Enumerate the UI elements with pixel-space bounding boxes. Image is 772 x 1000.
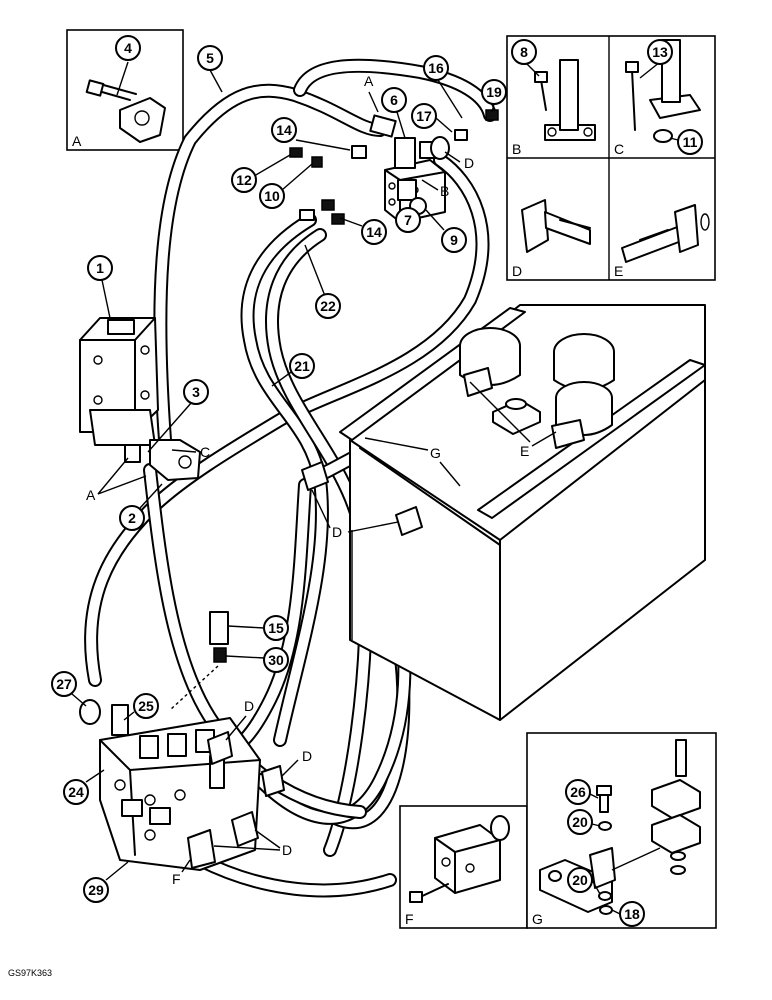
callout-30: 30 — [263, 647, 289, 673]
callout-7-text: 7 — [404, 212, 412, 228]
callout-25: 25 — [133, 693, 159, 719]
callout-26: 26 — [565, 779, 591, 805]
callout-4: 4 — [115, 35, 141, 61]
callout-6: 6 — [381, 87, 407, 113]
letter-a-unit: A — [86, 487, 96, 503]
callout-13-text: 13 — [652, 44, 668, 60]
callout-7: 7 — [395, 207, 421, 233]
inset-f-label: F — [405, 911, 414, 927]
control-valve-stack: D D D F — [79, 611, 312, 887]
letter-d-valve: D — [464, 155, 474, 171]
hydraulic-tank: G E D — [311, 304, 706, 721]
callout-11: 11 — [677, 129, 703, 155]
callout-29-text: 29 — [88, 882, 104, 898]
callout-1: 1 — [87, 255, 113, 281]
callout-20-top-text: 20 — [572, 814, 588, 830]
inset-g-label: G — [532, 911, 543, 927]
letter-b-valve: B — [440, 183, 449, 199]
callout-5-text: 5 — [206, 50, 214, 66]
callout-4-text: 4 — [124, 40, 132, 56]
callout-1-text: 1 — [96, 260, 104, 276]
letter-d-mid2: D — [302, 748, 312, 764]
callout-9: 9 — [441, 227, 467, 253]
callout-22: 22 — [315, 293, 341, 319]
callout-29: 29 — [83, 877, 109, 903]
control-unit-1: A C — [79, 317, 210, 503]
callout-15: 15 — [263, 615, 289, 641]
callout-21-text: 21 — [294, 358, 310, 374]
callout-3: 3 — [183, 379, 209, 405]
callout-17: 17 — [411, 103, 437, 129]
letter-d-mid1: D — [244, 698, 254, 714]
insets-b-e: B 8 C 13 11 D E — [506, 35, 716, 281]
callout-20-bottom: 20 — [567, 867, 593, 893]
callout-6-text: 6 — [390, 92, 398, 108]
inset-g: G — [526, 732, 717, 929]
callout-8: 8 — [511, 39, 537, 65]
letter-c-unit: C — [200, 444, 210, 460]
callout-10-text: 10 — [264, 188, 280, 204]
callout-16-text: 16 — [428, 60, 444, 76]
inset-a: A 4 — [66, 29, 184, 151]
inset-c-label: C — [614, 141, 624, 157]
letter-f-bottom: F — [172, 871, 181, 887]
callout-8-text: 8 — [520, 44, 528, 60]
callout-26-text: 26 — [570, 784, 586, 800]
valve-block: A D B — [289, 73, 499, 225]
callout-17-text: 17 — [416, 108, 432, 124]
callout-15-text: 15 — [268, 620, 284, 636]
callout-16: 16 — [423, 55, 449, 81]
inset-d-label: D — [512, 263, 522, 279]
callout-24-text: 24 — [68, 784, 84, 800]
callout-11-text: 11 — [683, 134, 698, 150]
callout-12: 12 — [231, 167, 257, 193]
callout-24: 24 — [63, 779, 89, 805]
callout-10: 10 — [259, 183, 285, 209]
letter-g-tank: G — [430, 445, 441, 461]
diagram-code: GS97K363 — [8, 968, 53, 978]
callout-2: 2 — [119, 505, 145, 531]
callout-20-bottom-text: 20 — [572, 872, 588, 888]
callout-12-text: 12 — [236, 172, 252, 188]
callout-14-mid-text: 14 — [366, 224, 382, 240]
callout-13: 13 — [647, 39, 673, 65]
inset-a-label: A — [72, 133, 82, 149]
letter-d-tank: D — [332, 524, 342, 540]
callout-5: 5 — [197, 45, 223, 71]
letter-a-top: A — [364, 73, 374, 89]
inset-b-label: B — [512, 141, 521, 157]
callout-14-top-text: 14 — [276, 122, 292, 138]
callout-27: 27 — [51, 671, 77, 697]
callout-27-text: 27 — [56, 676, 72, 692]
callout-9-text: 9 — [450, 232, 458, 248]
callout-25-text: 25 — [138, 698, 154, 714]
callout-20-top: 20 — [567, 809, 593, 835]
callout-18: 18 — [619, 901, 645, 927]
callout-30-text: 30 — [268, 652, 284, 668]
inset-f: F — [399, 805, 528, 929]
inset-e-label: E — [614, 263, 623, 279]
callout-22-text: 22 — [320, 298, 336, 314]
letter-d-bottom: D — [282, 842, 292, 858]
callout-21: 21 — [289, 353, 315, 379]
callout-19: 19 — [481, 79, 507, 105]
callout-19-text: 19 — [486, 84, 502, 100]
letter-e-tank: E — [520, 443, 529, 459]
callout-2-text: 2 — [128, 510, 136, 526]
callout-14-top: 14 — [271, 117, 297, 143]
callout-14-mid: 14 — [361, 219, 387, 245]
callout-18-text: 18 — [624, 906, 640, 922]
callout-3-text: 3 — [192, 384, 200, 400]
